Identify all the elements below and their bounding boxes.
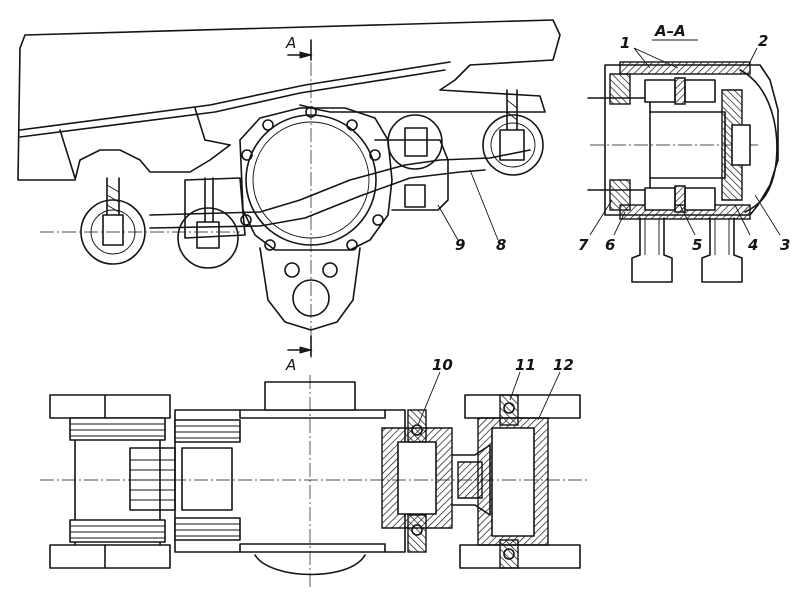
callout-2: 2 bbox=[758, 32, 768, 50]
balance-beam bbox=[149, 149, 531, 216]
wheel-right bbox=[482, 114, 544, 176]
callout-5: 5 bbox=[692, 236, 702, 254]
section-mark-top: A bbox=[285, 34, 296, 52]
side-elevation-view: A A 9 8 bbox=[17, 19, 561, 374]
section-a-a-view: A–A 1 2 bbox=[578, 22, 790, 283]
frame-body bbox=[19, 19, 561, 113]
cover-bolts bbox=[240, 106, 384, 251]
axle-shaft bbox=[587, 97, 651, 191]
callout-10: 10 bbox=[432, 356, 453, 374]
callout-3: 3 bbox=[780, 236, 790, 254]
callout-7: 7 bbox=[578, 236, 589, 254]
rail-bottom bbox=[49, 544, 171, 569]
callout-8: 8 bbox=[496, 236, 506, 254]
callout-6: 6 bbox=[605, 236, 615, 254]
roller-top-1 bbox=[644, 79, 676, 103]
callout-9: 9 bbox=[455, 236, 465, 254]
section-mark-bottom: A bbox=[285, 356, 296, 374]
mounting-lug-left bbox=[631, 217, 673, 283]
callout-11: 11 bbox=[515, 356, 536, 374]
plan-view: 10 11 12 bbox=[40, 356, 590, 590]
section-title: A–A bbox=[654, 22, 686, 40]
callout-4: 4 bbox=[747, 236, 758, 254]
wheel-middle bbox=[177, 207, 239, 269]
callout-12: 12 bbox=[553, 356, 574, 374]
callout-1: 1 bbox=[620, 34, 630, 52]
mounting-lug-right bbox=[701, 217, 743, 283]
lower-lug bbox=[259, 247, 361, 331]
rail-top bbox=[49, 394, 171, 419]
